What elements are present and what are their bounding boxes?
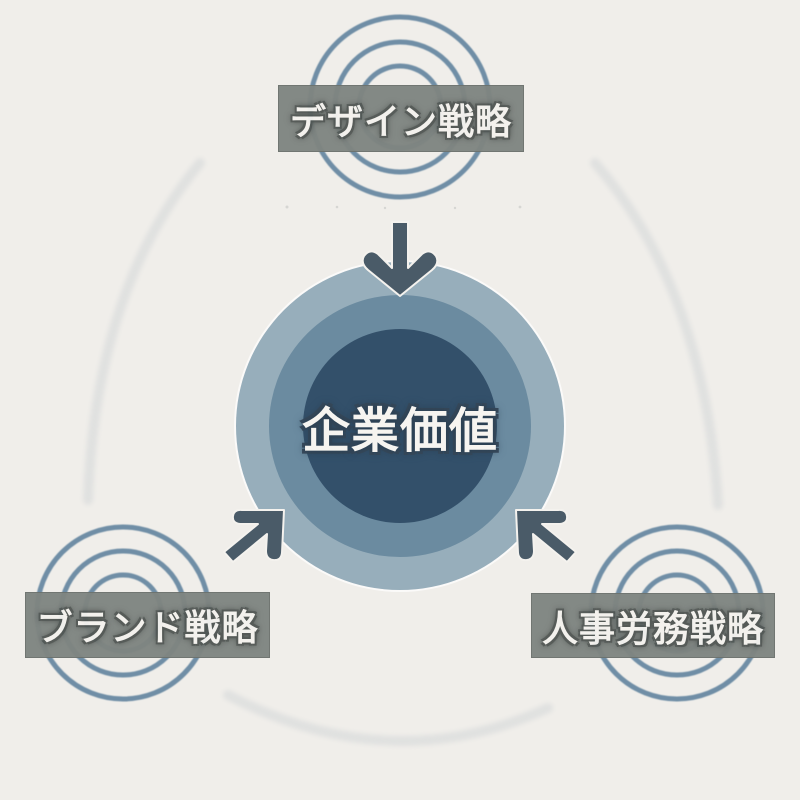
node-label-brand: ブランド戦略 xyxy=(25,592,270,658)
node-label-hr: 人事労務戦略 xyxy=(531,593,775,658)
outer-arc-right xyxy=(590,158,723,510)
arrow-hr-to-center xyxy=(515,508,577,563)
outer-arc-left xyxy=(83,158,205,505)
center-label: 企業価値 xyxy=(260,386,540,466)
arrow-brand-to-center xyxy=(223,508,285,563)
outer-arc-bottom xyxy=(223,690,553,746)
faint-dots xyxy=(285,205,522,210)
node-label-design-text: デザイン戦略 xyxy=(289,101,512,143)
center-inner-core xyxy=(303,329,497,523)
outer-cycle-arcs xyxy=(83,158,723,746)
arrow-design-to-center xyxy=(361,221,439,297)
node-label-design: デザイン戦略 xyxy=(278,85,524,152)
node-label-hr-text: 人事労務戦略 xyxy=(541,608,764,650)
center-label-text: 企業価値 xyxy=(301,403,498,459)
central-value-circle xyxy=(234,260,566,592)
node-label-brand-text: ブランド戦略 xyxy=(36,608,259,649)
